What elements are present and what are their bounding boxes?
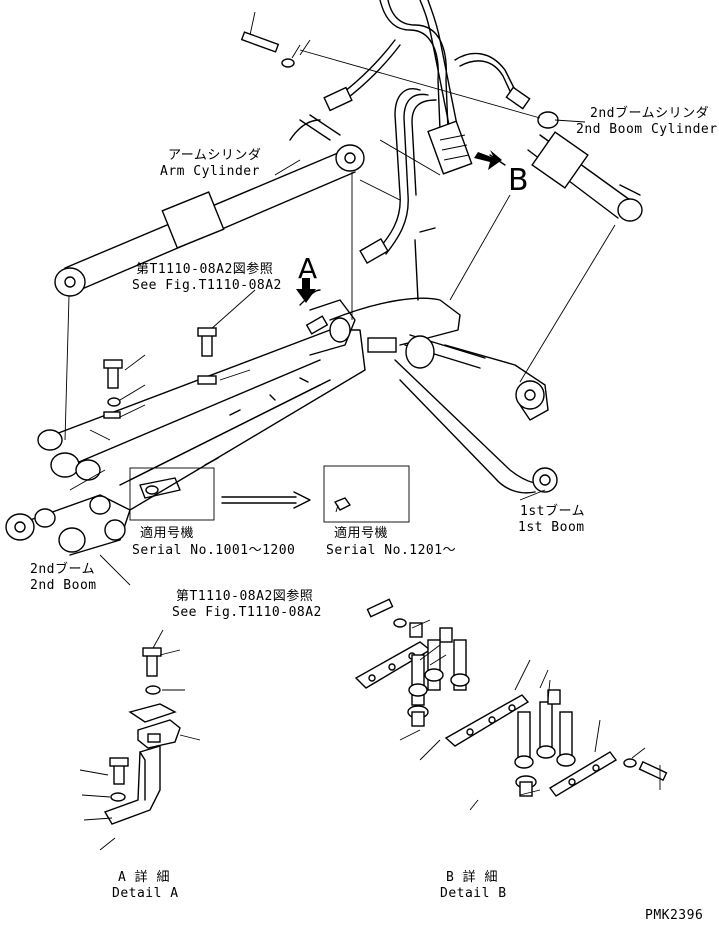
callout-b-arrow [474, 150, 502, 170]
hydraulic-hose-bundle [323, 0, 531, 265]
boom2-cylinder-label-en: 2nd Boom Cylinder [576, 122, 718, 137]
serial-arrow [221, 491, 311, 509]
boom2-label-jp: 2ndブーム [30, 562, 96, 577]
boom1 [329, 227, 558, 494]
arm-cylinder [54, 114, 365, 297]
detail-b-label-en: Detail B [440, 886, 507, 901]
boom1-label-jp: 1stブーム [520, 504, 586, 519]
boom2-cylinder [527, 111, 643, 222]
serial-right-label-jp: 適用号機 [334, 526, 389, 541]
boom2 [5, 289, 366, 556]
ref-fig-label-detail-en: See Fig.T1110-08A2 [172, 605, 322, 620]
drawing-code: PMK2396 [645, 908, 704, 923]
serial-right-label-en: Serial No.1201〜 [326, 543, 457, 558]
detail-a-label-jp: A 詳 細 [118, 870, 170, 885]
boom1-label-en: 1st Boom [518, 520, 585, 535]
detail-b-drawing [354, 598, 668, 811]
ref-fig-label-top-en: See Fig.T1110-08A2 [132, 278, 282, 293]
callout-b-letter: B [508, 163, 529, 198]
callout-a-letter: A [298, 252, 317, 285]
serial-left-label-en: Serial No.1001〜1200 [132, 543, 296, 558]
leader-lines [64, 49, 616, 586]
serial-left-label-jp: 適用号機 [140, 526, 195, 541]
serial-inset-left [129, 467, 215, 521]
boom-hardware [103, 327, 217, 419]
callout-a-arrow [296, 278, 316, 303]
detail-a-drawing [79, 629, 201, 851]
arm-cylinder-label-en: Arm Cylinder [160, 164, 260, 179]
arm-cylinder-label-jp: アームシリンダ [168, 148, 262, 163]
detail-a-label-en: Detail A [112, 886, 179, 901]
ref-fig-label-detail-jp: 第T1110-08A2図参照 [176, 589, 314, 604]
boom2-cylinder-label-jp: 2ndブームシリンダ [590, 106, 710, 121]
boom2-label-en: 2nd Boom [30, 578, 97, 593]
ref-fig-label-top-jp: 第T1110-08A2図参照 [136, 262, 274, 277]
serial-inset-right [323, 465, 410, 523]
bolt-washer-top [240, 11, 311, 68]
detail-b-label-jp: B 詳 細 [446, 870, 498, 885]
